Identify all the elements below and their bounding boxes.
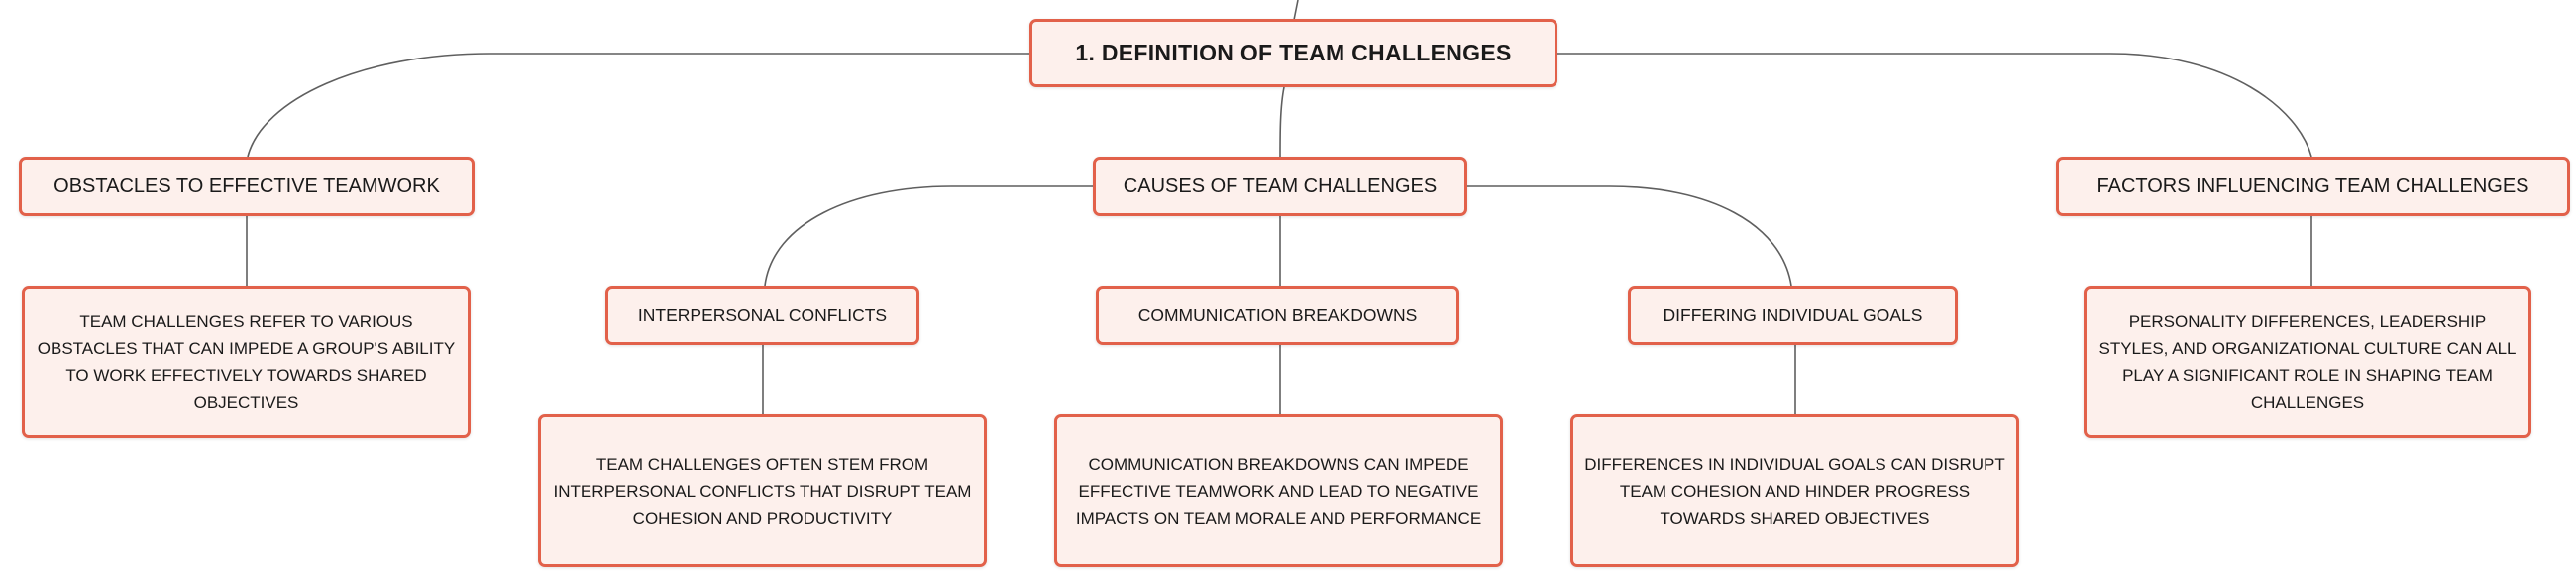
interpersonal-detail-text: TEAM CHALLENGES OFTEN STEM FROM INTERPER… <box>553 454 972 527</box>
root-node-label: 1. DEFINITION OF TEAM CHALLENGES <box>1075 40 1512 65</box>
connector-causes-goals <box>1466 185 1792 287</box>
factors-node[interactable]: FACTORS INFLUENCING TEAM CHALLENGES <box>2056 157 2570 216</box>
factors-detail-text: PERSONALITY DIFFERENCES, LEADERSHIP STYL… <box>2098 312 2517 411</box>
obstacles-node[interactable]: OBSTACLES TO EFFECTIVE TEAMWORK <box>19 157 475 216</box>
connector-causes-interpersonal <box>764 185 1094 287</box>
interpersonal-conflicts-label: INTERPERSONAL CONFLICTS <box>637 304 888 325</box>
causes-node[interactable]: CAUSES OF TEAM CHALLENGES <box>1093 157 1467 216</box>
obstacles-detail-node[interactable]: TEAM CHALLENGES REFER TO VARIOUS OBSTACL… <box>22 286 471 438</box>
communication-breakdowns-node[interactable]: COMMUNICATION BREAKDOWNS <box>1096 286 1459 345</box>
differing-goals-label: DIFFERING INDIVIDUAL GOALS <box>1663 304 1923 325</box>
causes-node-label: CAUSES OF TEAM CHALLENGES <box>1123 175 1438 197</box>
obstacles-node-label: OBSTACLES TO EFFECTIVE TEAMWORK <box>54 175 440 197</box>
connector-root-obstacles <box>247 53 1030 158</box>
communication-detail-node[interactable]: COMMUNICATION BREAKDOWNS CAN IMPEDE EFFE… <box>1054 414 1503 567</box>
goals-detail-node[interactable]: DIFFERENCES IN INDIVIDUAL GOALS CAN DISR… <box>1570 414 2019 567</box>
obstacles-detail-text: TEAM CHALLENGES REFER TO VARIOUS OBSTACL… <box>37 312 456 411</box>
factors-node-label: FACTORS INFLUENCING TEAM CHALLENGES <box>2096 175 2529 197</box>
differing-goals-node[interactable]: DIFFERING INDIVIDUAL GOALS <box>1628 286 1958 345</box>
interpersonal-detail-node[interactable]: TEAM CHALLENGES OFTEN STEM FROM INTERPER… <box>538 414 987 567</box>
root-node[interactable]: 1. DEFINITION OF TEAM CHALLENGES <box>1029 19 1557 87</box>
connector-root-factors <box>1556 53 2312 158</box>
communication-detail-text: COMMUNICATION BREAKDOWNS CAN IMPEDE EFFE… <box>1075 454 1482 527</box>
interpersonal-conflicts-node[interactable]: INTERPERSONAL CONFLICTS <box>605 286 919 345</box>
communication-breakdowns-label: COMMUNICATION BREAKDOWNS <box>1137 304 1418 325</box>
connector-root-causes <box>1279 86 1285 158</box>
goals-detail-text: DIFFERENCES IN INDIVIDUAL GOALS CAN DISR… <box>1584 454 2005 527</box>
connector-root-parent <box>1293 0 1299 21</box>
factors-detail-node[interactable]: PERSONALITY DIFFERENCES, LEADERSHIP STYL… <box>2084 286 2531 438</box>
